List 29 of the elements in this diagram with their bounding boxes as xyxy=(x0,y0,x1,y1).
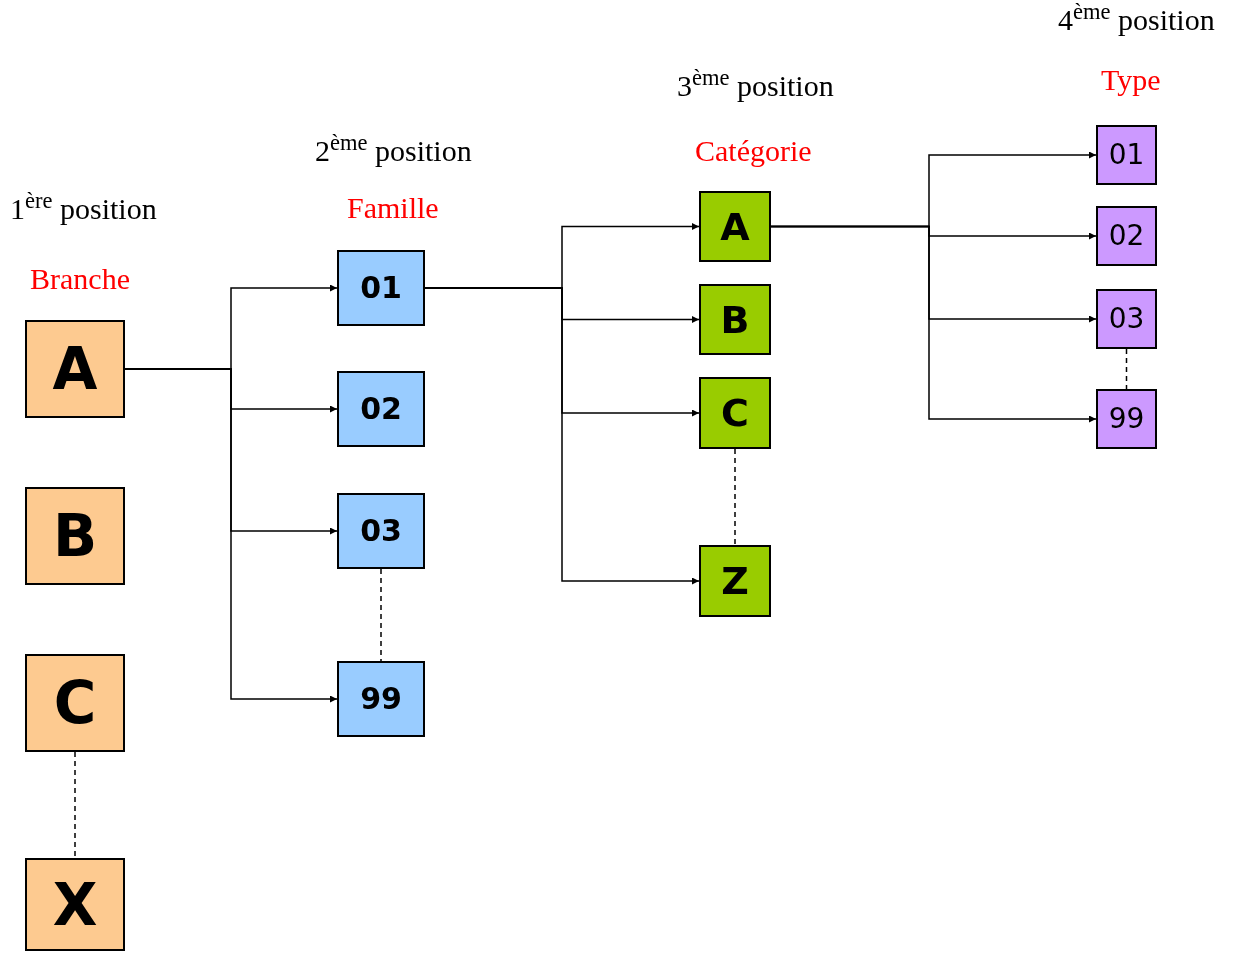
column-title: Famille xyxy=(347,190,439,226)
column-title: Catégorie xyxy=(695,133,812,169)
dashed-line xyxy=(380,568,382,662)
column-title: Type xyxy=(1101,62,1161,98)
family-box: 02 xyxy=(337,371,425,447)
family-box: 03 xyxy=(337,493,425,569)
category-box: A xyxy=(699,191,771,262)
type-box: 01 xyxy=(1096,125,1157,185)
type-box: 02 xyxy=(1096,206,1157,266)
dashed-line xyxy=(734,448,736,546)
branch-box: X xyxy=(25,858,125,951)
dashed-line xyxy=(74,751,76,859)
position-heading: 2$^{ème}$ position xyxy=(315,133,472,169)
type-box: 03 xyxy=(1096,289,1157,349)
position-heading: 3$^{ème}$ position xyxy=(677,68,834,104)
type-box: 99 xyxy=(1096,389,1157,449)
dashed-line xyxy=(1125,348,1128,390)
column-title: Branche xyxy=(30,261,130,297)
branch-box: B xyxy=(25,487,125,585)
position-heading: 4$^{ème}$ position xyxy=(1058,2,1215,38)
family-box: 99 xyxy=(337,661,425,737)
category-box: C xyxy=(699,377,771,449)
branch-box: A xyxy=(25,320,125,418)
arrow xyxy=(770,225,1097,423)
family-box: 01 xyxy=(337,250,425,326)
branch-box: C xyxy=(25,654,125,752)
category-box: Z xyxy=(699,545,771,617)
position-heading: 1$^{ère}$ position xyxy=(10,191,157,227)
category-box: B xyxy=(699,284,771,355)
